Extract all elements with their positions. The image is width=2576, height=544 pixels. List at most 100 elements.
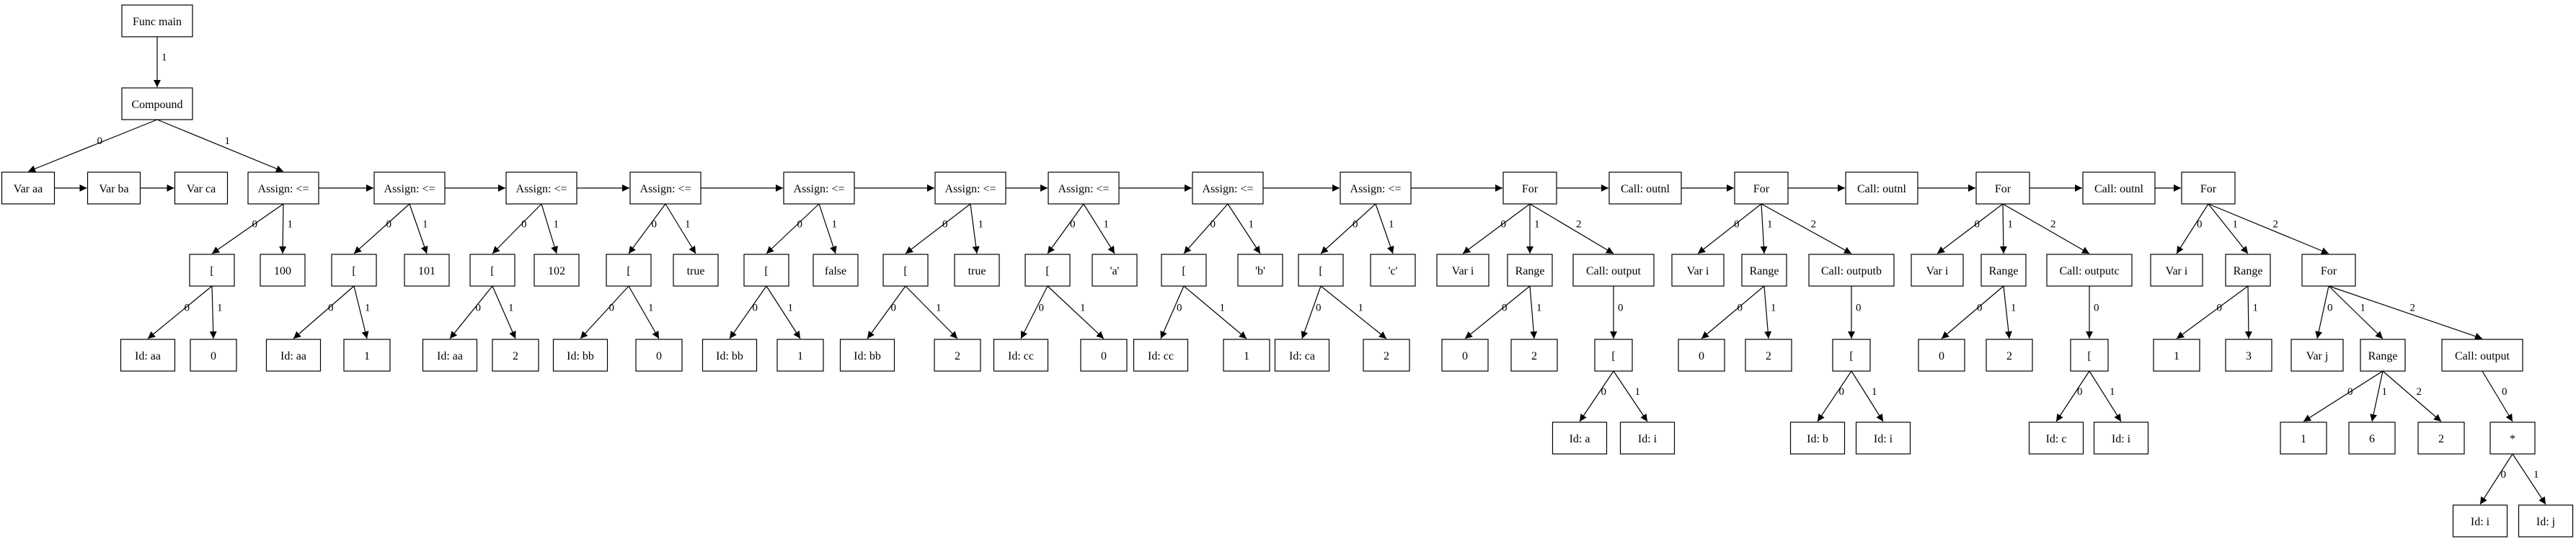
edge-label: 1 <box>936 303 942 314</box>
node-box <box>2441 339 2523 372</box>
node-101: 101 <box>404 254 450 287</box>
node-box <box>1734 171 1789 205</box>
node-label: Id: bb <box>716 350 743 362</box>
edge-label: 1 <box>1536 303 1542 314</box>
node-var-ba: Var ba <box>87 171 141 205</box>
edge-line <box>2208 203 2329 254</box>
node-call-outputb: Call: outputb <box>1808 254 1895 287</box>
node-var-i: Var i <box>2150 254 2203 287</box>
node-label: [ <box>2087 350 2091 362</box>
node-box <box>2225 339 2272 372</box>
node-box <box>1370 254 1416 287</box>
edge: 0 <box>2303 370 2384 422</box>
node-range: Range <box>1980 254 2027 287</box>
edge-label: 1 <box>685 219 691 231</box>
edge-label: 0 <box>1210 219 1216 231</box>
node-label: 0 <box>211 350 216 362</box>
node-label: [ <box>1319 265 1322 277</box>
node-label: Call: outnl <box>1857 183 1907 195</box>
node-box <box>2150 254 2203 287</box>
node-label: Range <box>1989 265 2019 277</box>
node-label: Call: outnl <box>1621 183 1670 195</box>
node-label: Range <box>1515 265 1545 277</box>
node-box <box>1572 254 1655 287</box>
edge: 0 <box>2315 285 2333 339</box>
edge: 1 <box>766 285 801 339</box>
edge: 0 <box>2086 286 2099 339</box>
edge-label: 0 <box>652 219 658 231</box>
node-box <box>404 254 450 287</box>
node-box <box>1678 339 1725 372</box>
edge-line <box>293 285 355 339</box>
edge-label: 2 <box>1811 219 1817 231</box>
edge-line <box>1697 203 1762 254</box>
node-symbol: * <box>2489 422 2536 455</box>
edge: 0 <box>492 203 542 254</box>
edge-line <box>2244 285 2252 339</box>
node-box <box>1192 171 1264 205</box>
node-a: 'a' <box>1092 254 1138 287</box>
edge: 1 <box>1183 285 1247 339</box>
node-range: Range <box>2360 339 2406 372</box>
edge: 1 <box>492 285 516 339</box>
edge-line <box>211 203 284 254</box>
node-box <box>1975 171 2030 205</box>
node-box <box>1436 254 1490 287</box>
node-box <box>1502 171 1557 205</box>
edge-label: 1 <box>788 303 794 314</box>
node-label: 2 <box>2006 350 2012 362</box>
edge-label: 1 <box>2233 219 2239 231</box>
edge-line <box>2382 370 2442 422</box>
node-label: 0 <box>1101 350 1107 362</box>
edge-label: 0 <box>185 303 190 314</box>
node-label: Var j <box>2306 350 2329 362</box>
edge-line <box>1761 203 1852 254</box>
edge-label: 0 <box>1177 303 1182 314</box>
node-2: 2 <box>492 339 539 372</box>
node-box <box>606 254 652 287</box>
node-assign: Assign: <= <box>934 171 1006 205</box>
node-100: 100 <box>260 254 306 287</box>
node-box <box>993 339 1049 372</box>
edge-label: 1 <box>1104 219 1110 231</box>
node-label: 0 <box>1462 350 1468 362</box>
edge-label: 1 <box>288 219 293 231</box>
edge: 0 <box>628 203 666 254</box>
edge-label: 1 <box>1534 219 1540 231</box>
edge: 1 <box>1529 285 1542 339</box>
node-label: [ <box>764 265 768 277</box>
edge: 1 <box>2328 285 2384 339</box>
edge: 2 <box>2328 285 2483 340</box>
node-label: 1 <box>1244 350 1249 362</box>
node-id-aa: Id: aa <box>120 339 176 372</box>
node-id-c: Id: c <box>2028 422 2084 455</box>
node-label: 2 <box>513 350 518 362</box>
edge-label: 1 <box>1080 303 1086 314</box>
node-id-i: Id: i <box>1619 422 1676 455</box>
node-label: Range <box>1750 265 1779 277</box>
node-id-i: Id: i <box>1855 422 1911 455</box>
node-label: 2 <box>1384 350 1389 362</box>
node-box <box>1741 254 1787 287</box>
node-c: 'c' <box>1370 254 1416 287</box>
edge-label: 0 <box>1501 219 1507 231</box>
edge-line <box>1817 370 1852 422</box>
node-label: For <box>1995 183 2011 195</box>
edge-label: 1 <box>1771 303 1776 314</box>
node-1: 1 <box>2153 339 2200 372</box>
edge-line <box>1529 285 1538 339</box>
node-0: 0 <box>1080 339 1128 372</box>
edge-label: 0 <box>2347 386 2353 398</box>
node-symbol: [ <box>2070 339 2109 372</box>
edge: 0 <box>905 203 971 254</box>
node-0: 0 <box>190 339 237 372</box>
edge-line <box>353 203 410 254</box>
edge-label: 0 <box>386 219 392 231</box>
edge-label: 2 <box>2050 219 2056 231</box>
edge: 0 <box>293 285 355 339</box>
node-label: For <box>2200 183 2217 195</box>
node-label: 100 <box>274 265 291 277</box>
node-b: 'b' <box>1237 254 1283 287</box>
node-id-aa: Id: aa <box>265 339 322 372</box>
node-0: 0 <box>1441 339 1489 372</box>
